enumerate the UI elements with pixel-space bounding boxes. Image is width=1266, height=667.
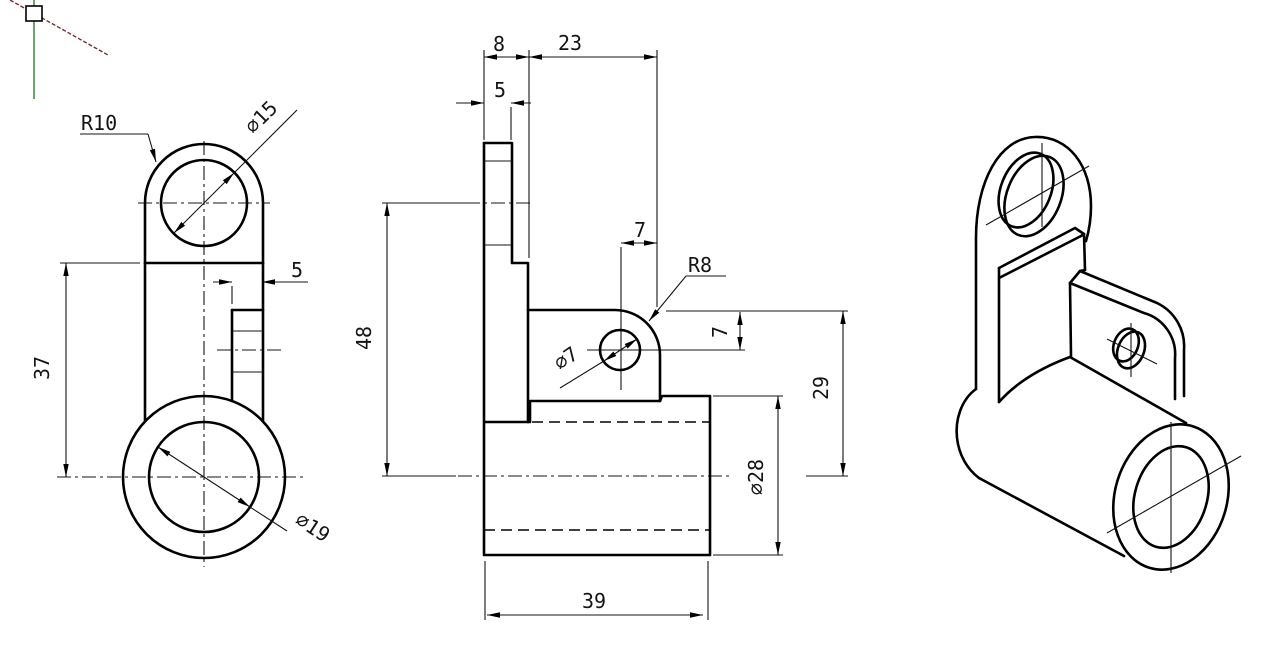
dimension-7-top[interactable]: 7	[621, 218, 657, 246]
dim-48-label[interactable]: 48	[352, 326, 376, 350]
cursor-pickbox[interactable]	[25, 5, 43, 22]
side-hidden-lines	[484, 421, 710, 531]
cursor-diagonal-line	[9, 0, 109, 56]
iso-plate-outline[interactable]	[974, 135, 1093, 391]
dimension-r10[interactable]: R10	[80, 111, 157, 163]
dimension-8[interactable]: 8	[483, 32, 530, 258]
dim-23-label[interactable]: 23	[558, 31, 582, 55]
dim-37-label[interactable]: 37	[30, 356, 54, 380]
iso-step-ledge	[997, 226, 1087, 404]
dim-r8-label[interactable]: R8	[688, 253, 712, 277]
dimension-37[interactable]: 37	[30, 262, 140, 477]
dim-d28-label[interactable]: ∅28	[744, 459, 768, 495]
dimension-d19[interactable]: ∅19	[157, 446, 334, 547]
crosshair-cursor	[9, 0, 109, 99]
dim-29-label[interactable]: 29	[809, 376, 833, 400]
dim-front-5-label[interactable]: 5	[291, 258, 303, 282]
iso-tab-hole[interactable]	[1109, 325, 1144, 366]
iso-tab[interactable]	[1068, 268, 1186, 401]
side-view[interactable]: 8 23 5 48 7 R8	[352, 31, 848, 620]
dim-r10-label[interactable]: R10	[81, 111, 117, 135]
dimension-d7[interactable]: ∅7	[549, 338, 638, 389]
dim-39-label[interactable]: 39	[582, 589, 606, 613]
front-top-hole[interactable]	[159, 158, 249, 248]
dimension-front-5[interactable]: 5	[213, 258, 308, 304]
dimension-23[interactable]: 23	[529, 31, 658, 307]
dimension-7-right[interactable]: 7	[666, 310, 848, 350]
side-tab-hole[interactable]	[598, 328, 642, 372]
dim-7-top-label[interactable]: 7	[634, 218, 646, 242]
dimension-39[interactable]: 39	[484, 561, 709, 620]
front-centerlines	[57, 141, 307, 567]
dim-7-right-label[interactable]: 7	[708, 326, 732, 338]
dimension-d28[interactable]: ∅28	[713, 395, 783, 556]
side-outline[interactable]	[482, 141, 712, 557]
dimension-29[interactable]: 29	[806, 311, 848, 477]
dimension-48[interactable]: 48	[352, 202, 466, 477]
dimension-r8[interactable]: R8	[648, 253, 726, 322]
front-bore[interactable]	[147, 420, 261, 534]
isometric-view[interactable]	[955, 135, 1247, 584]
dim-d7-label[interactable]: ∅7	[549, 342, 583, 375]
front-boss-outer[interactable]	[121, 394, 287, 560]
dim-d19-label[interactable]: ∅19	[291, 507, 334, 547]
dim-d15-label[interactable]: ∅15	[240, 96, 283, 139]
dimension-side-5[interactable]: 5	[456, 78, 531, 140]
front-view[interactable]: R10 ∅15 5 37 ∅19	[30, 96, 334, 567]
dim-side-5-label[interactable]: 5	[494, 78, 506, 102]
dim-8-label[interactable]: 8	[493, 32, 505, 56]
iso-top-hole[interactable]	[985, 143, 1090, 245]
front-outline[interactable]	[121, 142, 287, 560]
dimension-d15[interactable]: ∅15	[173, 96, 298, 234]
iso-cylinder-end[interactable]	[1096, 410, 1246, 584]
